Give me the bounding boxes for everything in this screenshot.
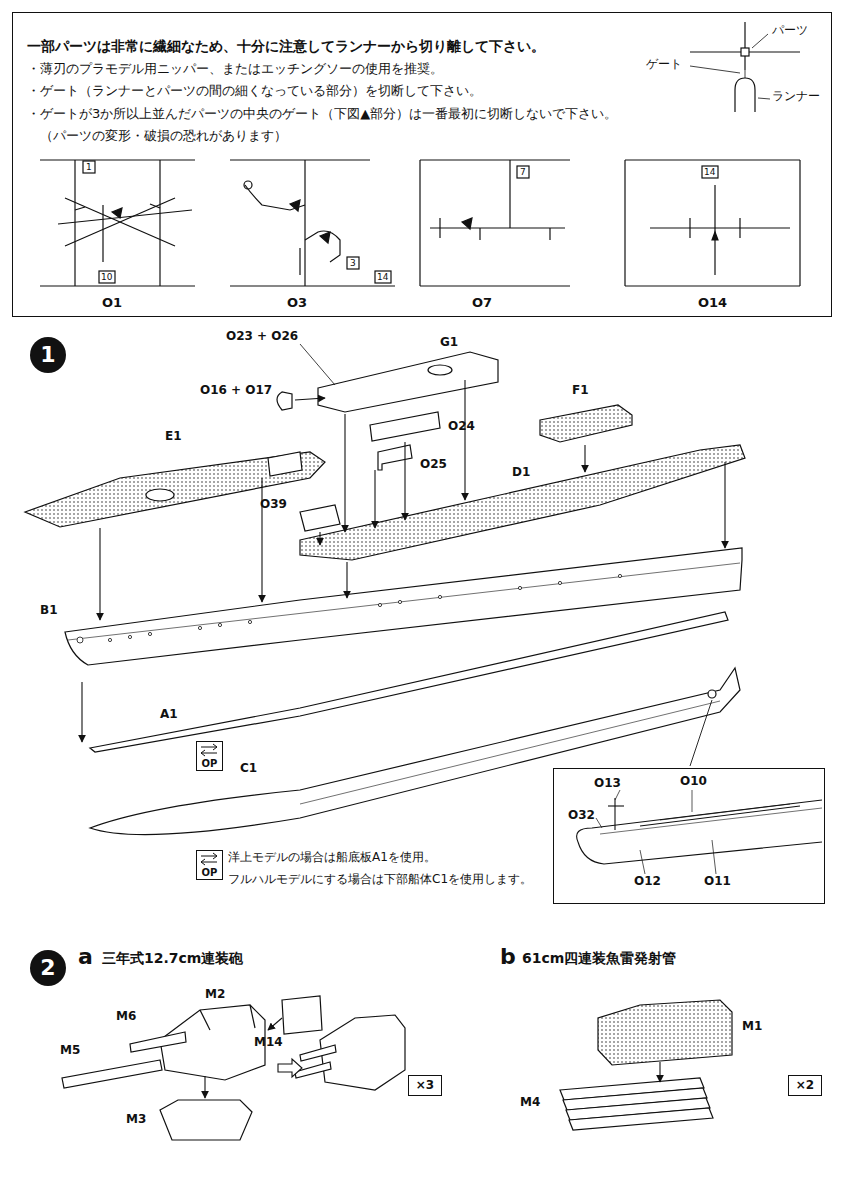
option-icon: OP <box>196 850 223 880</box>
option-icon: OP <box>196 741 223 771</box>
part-label: b <box>500 944 516 969</box>
part-label: O39 <box>260 498 287 512</box>
node-label: 1 <box>40 342 55 367</box>
node-label: OP <box>202 867 218 879</box>
quantity-box: ×2 <box>788 1075 822 1096</box>
part-label: O23 + O26 <box>226 330 298 344</box>
part-label: M5 <box>60 1044 80 1058</box>
part-label: O25 <box>420 458 447 472</box>
node-text: O10 <box>680 775 707 789</box>
part-label: ランナー <box>772 90 820 104</box>
node-text: O32 <box>568 809 595 823</box>
node-label: ×2 <box>796 1079 814 1093</box>
part-label: O16 + O17 <box>200 384 272 398</box>
node-text: 一部パーツは非常に繊細なため、十分に注意してランナーから切り離して下さい。 <box>27 38 545 54</box>
stern-detail <box>577 790 822 874</box>
note-text: フルハルモデルにする場合は下部船体C1を使用します。 <box>228 873 532 887</box>
part-label: O7 <box>472 296 492 311</box>
node-text: O13 <box>594 777 621 791</box>
assembly-arrows <box>82 344 725 865</box>
node-text: ・薄刃のプラモデル用ニッパー、またはエッチングソーの使用を推奨。 <box>27 62 443 77</box>
part-label: O24 <box>448 420 475 434</box>
part-label: 10 <box>101 272 112 282</box>
part-label: 1 <box>86 162 92 172</box>
part-label: 61cm四連装魚雷発射管 <box>522 950 676 966</box>
part-label: O1 <box>102 296 122 311</box>
node-label: ×3 <box>416 1079 434 1093</box>
part-label: M2 <box>205 988 225 1002</box>
part-label: 14 <box>704 167 715 177</box>
step2-arrows <box>205 1018 660 1098</box>
node-text: O11 <box>704 875 731 889</box>
part-label: M1 <box>742 1020 762 1034</box>
part-label: M6 <box>116 1010 136 1024</box>
caution-box: 一部パーツは非常に繊細なため、十分に注意してランナーから切り離して下さい。・薄刃… <box>12 12 832 317</box>
part-label: E1 <box>165 430 182 444</box>
part-label: B1 <box>40 604 58 618</box>
node-text: （パーツの変形・破損の恐れがあります） <box>40 129 287 144</box>
part-label: G1 <box>440 336 458 350</box>
quantity-box: ×3 <box>408 1075 442 1096</box>
part-label: M3 <box>126 1113 146 1127</box>
part-label: M4 <box>520 1096 540 1110</box>
detail-inset: O13 O10O32O12 O11 <box>553 768 825 904</box>
part-label: パーツ <box>772 24 808 38</box>
node-text: ・ゲートが3か所以上並んだパーツの中央のゲート（下図▲部分）は一番最初に切断しな… <box>27 107 617 122</box>
part-label: 三年式12.7cm連装砲 <box>102 950 243 966</box>
part-label: a <box>78 944 93 969</box>
node-text: O12 <box>634 875 661 889</box>
part-label: D1 <box>512 466 530 480</box>
node-label: 2 <box>40 955 55 980</box>
part-label: 3 <box>350 258 356 268</box>
part-label: C1 <box>240 762 257 776</box>
part-label: O14 <box>698 296 727 311</box>
step-number: 1 <box>30 337 66 373</box>
part-label: F1 <box>572 384 589 398</box>
part-label: 7 <box>520 167 526 177</box>
part-label: A1 <box>160 708 178 722</box>
node-label: OP <box>202 758 218 770</box>
part-label: O3 <box>287 296 307 311</box>
note-text: 洋上モデルの場合は船底板A1を使用。 <box>228 851 436 865</box>
part-label: 14 <box>377 272 388 282</box>
node-text: ・ゲート（ランナーとパーツの間の細くなっている部分）を切断して下さい。 <box>27 84 482 99</box>
step-number: 2 <box>30 950 66 986</box>
part-label: ゲート <box>646 58 682 72</box>
part-label: M14 <box>254 1036 283 1050</box>
ship-illustration <box>25 352 745 835</box>
turret-illustration <box>62 996 732 1140</box>
